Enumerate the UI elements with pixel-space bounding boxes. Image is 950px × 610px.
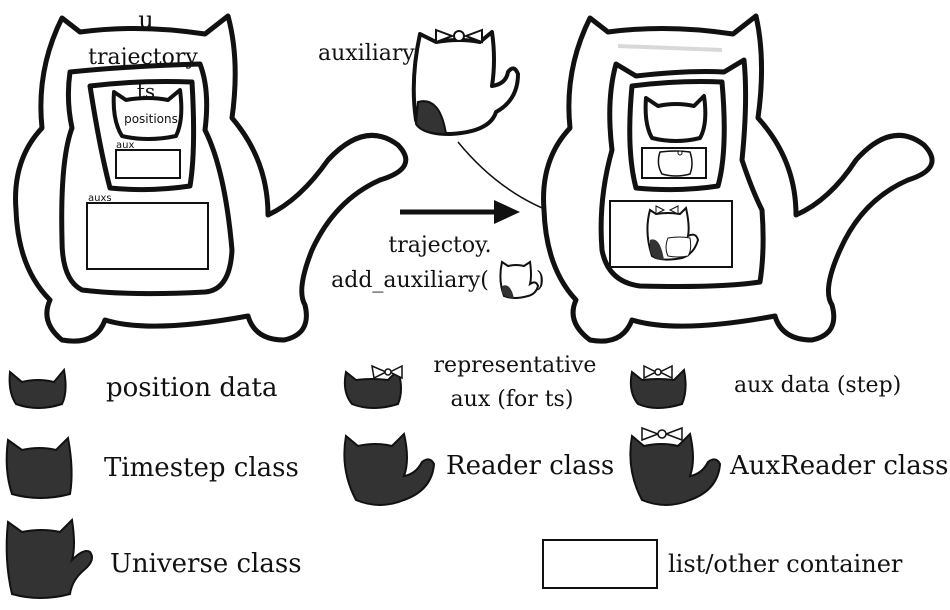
- auxiliary-reader-cat: [411, 28, 520, 136]
- left-auxs-container: [86, 202, 209, 270]
- legend-position-data-icon: [8, 367, 67, 409]
- label-u: u: [138, 6, 153, 34]
- transform-arrow: [400, 200, 520, 224]
- bow-icon: [435, 28, 483, 44]
- left-aux-container: [115, 149, 181, 179]
- faint-mark: [617, 44, 723, 52]
- label-auxs: auxs: [88, 193, 112, 204]
- label-ts: ts: [137, 79, 155, 103]
- label-method-line2-suffix: ): [536, 268, 545, 293]
- label-method-line2-prefix: add_auxiliary(: [331, 268, 489, 293]
- legend-container-icon: [542, 539, 658, 589]
- legend-timestep-class-icon: [5, 435, 73, 499]
- inline-auxreader-icon: [499, 260, 540, 299]
- label-method-line1: trajectoy.: [388, 233, 491, 258]
- legend-representative-aux-icon: [343, 364, 403, 409]
- legend-auxreader-class-icon: [629, 426, 722, 506]
- right-auxreader-cat: [646, 205, 700, 261]
- legend-aux-data-step-icon: [629, 364, 687, 409]
- legend-representative-aux-line1: representative: [434, 353, 597, 378]
- label-aux: aux: [116, 140, 134, 151]
- legend-container: list/other container: [668, 550, 903, 578]
- right-positions-cat: [643, 94, 708, 143]
- legend-representative-aux-line2: aux (for ts): [451, 387, 574, 412]
- legend-reader-class: Reader class: [446, 451, 614, 481]
- label-trajectory: trajectory: [88, 45, 198, 70]
- legend-timestep-class: Timestep class: [104, 453, 299, 483]
- legend-aux-data-step: aux data (step): [734, 373, 901, 398]
- label-auxiliary: auxiliary: [318, 41, 415, 66]
- right-aux-cat: [657, 150, 693, 177]
- legend-universe-class-icon: [5, 517, 93, 599]
- legend-reader-class-icon: [343, 432, 436, 506]
- left-positions-cat: [111, 88, 184, 141]
- legend-position-data: position data: [106, 373, 277, 403]
- label-positions: positions: [124, 112, 178, 126]
- legend-auxreader-class: AuxReader class: [729, 451, 948, 481]
- legend-universe-class: Universe class: [110, 549, 302, 579]
